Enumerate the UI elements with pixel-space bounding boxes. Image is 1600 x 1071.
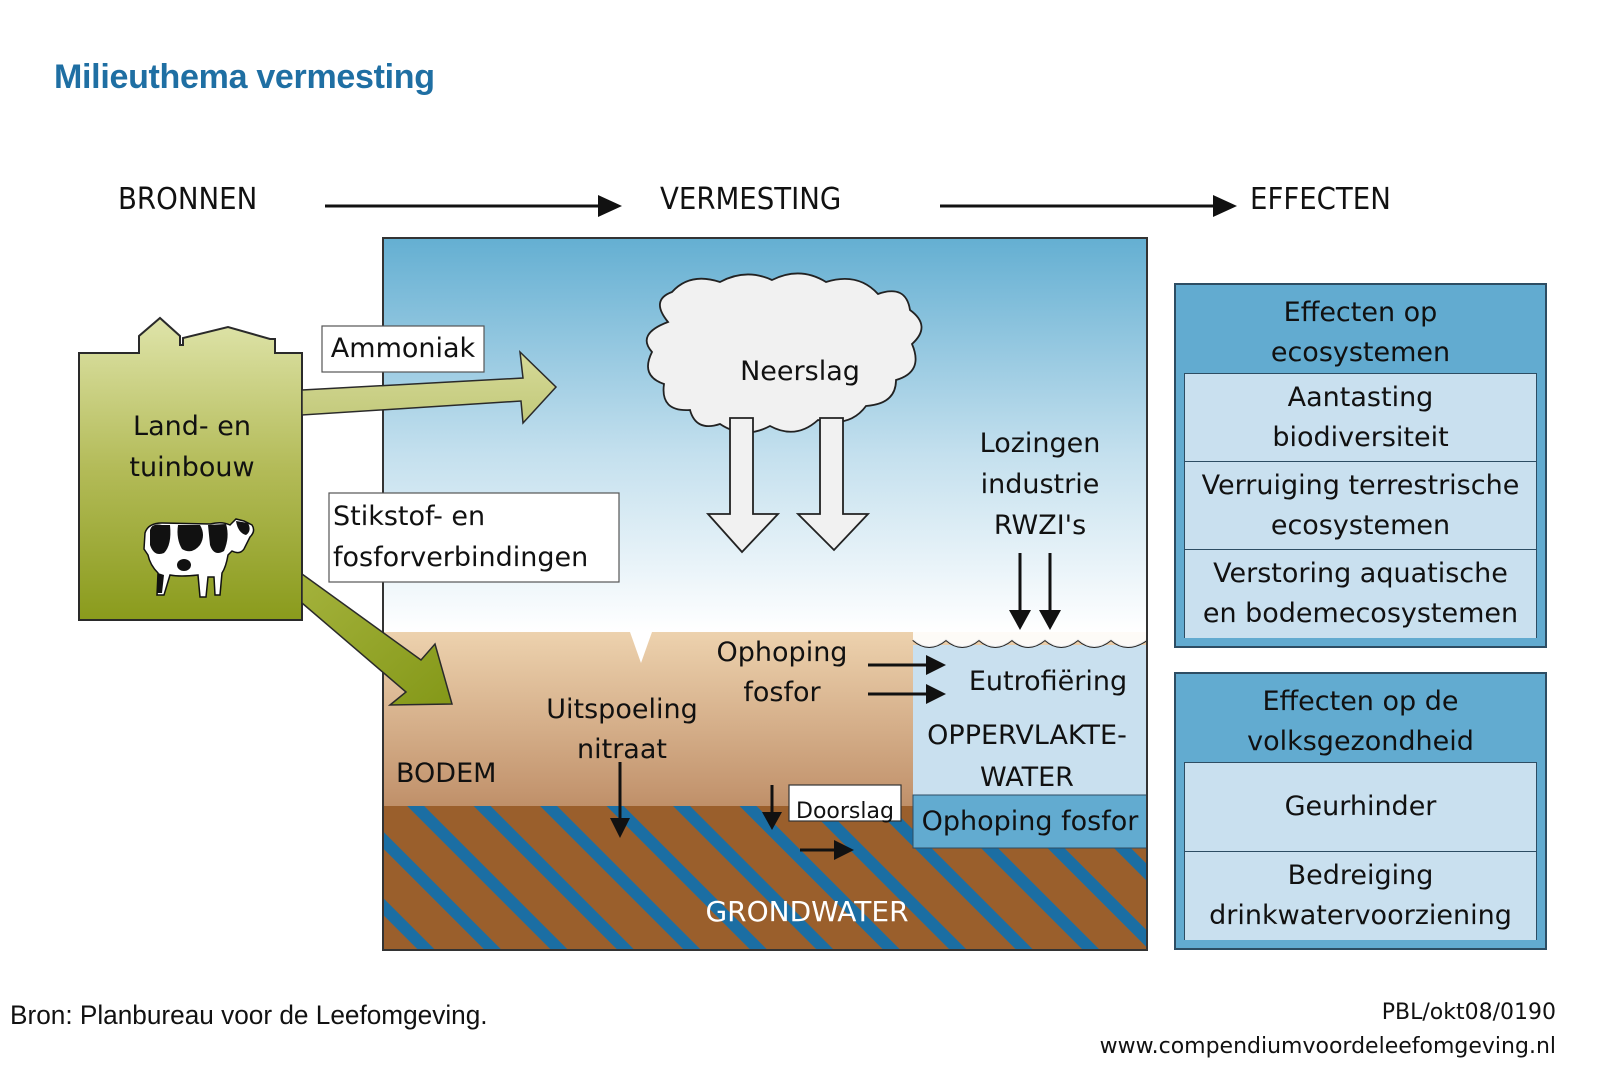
nitrogen-phosphorus-label-box <box>328 492 620 583</box>
phosphorus-accumulation-line1: Ophoping <box>717 637 848 668</box>
discharges-label-line3: RWZI's <box>994 510 1086 541</box>
nitrate-leaching-line1: Uitspoeling <box>546 694 697 725</box>
footer-website[interactable]: www.compendiumvoordeleefomgeving.nl <box>1099 1034 1556 1059</box>
effects-health-heading: Effecten op de volksgezondheid <box>1247 686 1474 757</box>
groundwater-label: GRONDWATER <box>705 895 908 928</box>
source-label-line2: tuinbouw <box>129 452 254 483</box>
stage-label-process: VERMESTING <box>660 182 842 217</box>
source-label-line1: Land- en <box>133 411 251 442</box>
stage-label-sources: BRONNEN <box>118 182 258 217</box>
effects-ecosystems-heading: Effecten op ecosystemen <box>1270 297 1451 368</box>
eutrophication-arrows <box>868 655 946 704</box>
nitrogen-phosphorus-label-line2: fosforverbindingen <box>333 542 588 573</box>
surface-water-label-line1: OPPERVLAKTE- <box>927 720 1127 751</box>
discharge-arrows <box>1009 553 1061 630</box>
surface-water-area <box>913 645 1147 795</box>
infiltration-notch <box>630 632 652 663</box>
effect-item: Geurhinder <box>1184 762 1537 851</box>
cow-icon <box>143 518 255 598</box>
surface-water-label-line2: WATER <box>980 762 1074 793</box>
nitrogen-phosphorus-label-line1: Stikstof- en <box>333 501 485 532</box>
soil-label: BODEM <box>396 758 496 789</box>
breakthrough-label: Doorslag <box>796 799 894 824</box>
ammonia-label-box <box>321 325 485 373</box>
phosphorus-accumulation-line2: fosfor <box>743 677 821 708</box>
nitrogen-phosphorus-arrow <box>301 572 453 706</box>
stage-arrow-sources-to-process <box>325 195 622 217</box>
nitrate-leaching-arrow <box>610 762 630 838</box>
vermesting-panel-border <box>382 237 1148 951</box>
stage-arrow-process-to-effects <box>940 195 1237 217</box>
precipitation-arrow-right <box>795 417 871 552</box>
stage-label-effects: EFFECTEN <box>1250 182 1391 217</box>
eutrophication-label: Eutrofiëring <box>969 666 1127 697</box>
effects-health-panel: Effecten op de volksgezondheid Geurhinde… <box>1174 672 1547 950</box>
page-title: Milieuthema vermesting <box>54 58 435 96</box>
discharges-label-line1: Lozingen <box>980 428 1101 459</box>
sediment-phosphorus-label: Ophoping fosfor <box>922 806 1140 837</box>
ammonia-label: Ammoniak <box>331 333 476 364</box>
discharges-label-line2: industrie <box>981 469 1100 500</box>
nitrate-leaching-line2: nitraat <box>577 734 667 765</box>
cloud-shape <box>645 272 923 434</box>
precipitation-arrow-left <box>705 417 781 554</box>
sediment-area <box>912 794 1148 849</box>
footer-code: PBL/okt08/0190 <box>1381 1000 1556 1025</box>
breakthrough-label-box <box>788 784 902 822</box>
precipitation-label: Neerslag <box>740 356 860 387</box>
footer-source: Bron: Planbureau voor de Leefomgeving. <box>10 1000 488 1030</box>
ammonia-arrow <box>301 349 558 425</box>
breakthrough-arrows <box>762 785 854 860</box>
